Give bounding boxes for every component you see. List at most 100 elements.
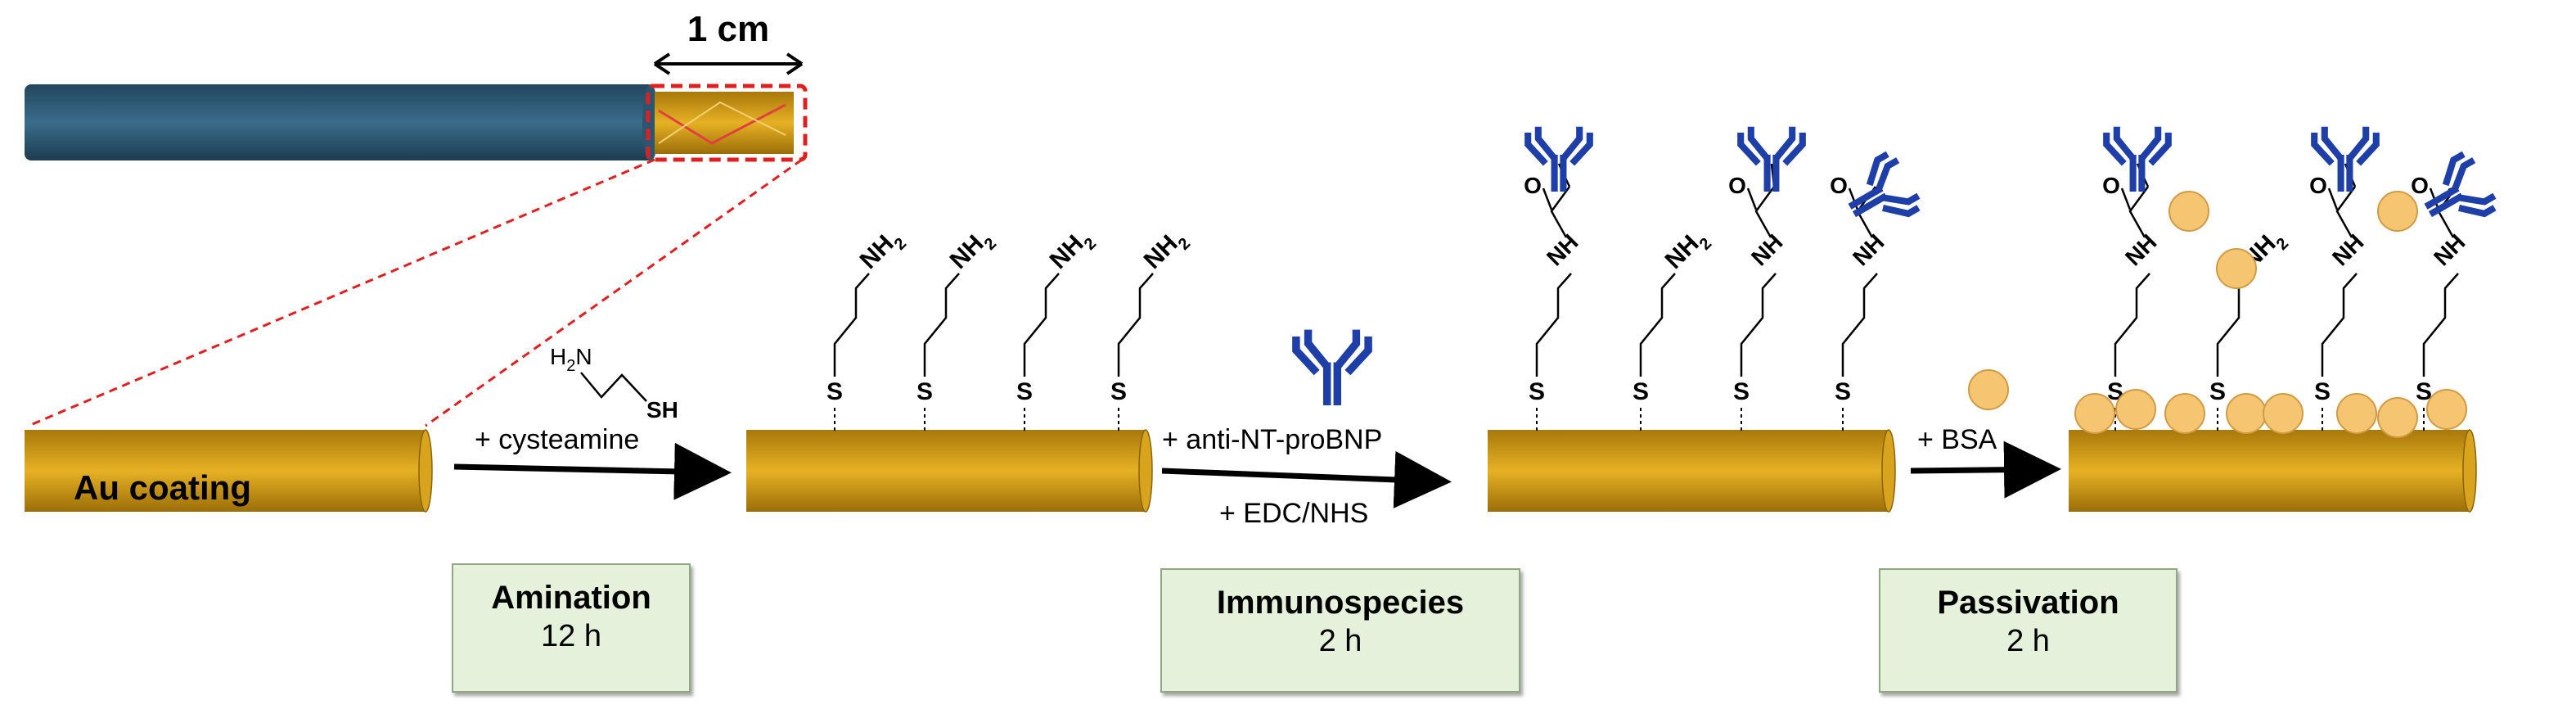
step-duration: 2 h xyxy=(2006,624,2050,658)
sulfur-label: S xyxy=(1835,378,1851,405)
scale-bar: 1 cm xyxy=(653,9,804,75)
alkyl-chain xyxy=(1841,273,1878,377)
sulfur-label: S xyxy=(826,378,843,405)
carbonyl-bond xyxy=(1746,188,1758,210)
bsa-protein xyxy=(2377,191,2418,232)
amide-bond xyxy=(2128,186,2150,238)
oxygen-label: O xyxy=(1728,173,1746,198)
cysteamine-chain: S NH2 xyxy=(826,224,911,434)
zoom-highlight-box xyxy=(646,84,808,162)
immobilized-chain: S NH O xyxy=(1830,151,1921,434)
amide-bond xyxy=(1550,186,1571,238)
zoom-line-right xyxy=(425,158,803,427)
oxygen-label: O xyxy=(2102,173,2120,198)
bsa-protein xyxy=(2164,393,2205,434)
bsa-protein xyxy=(2263,393,2304,434)
bsa-protein xyxy=(2168,191,2209,232)
nh2-group: NH2 xyxy=(1660,230,1716,274)
svg-text:SH: SH xyxy=(646,397,678,423)
amine-label: NH2 xyxy=(1045,224,1101,279)
alkyl-chain xyxy=(2114,273,2150,377)
step-box-amination: Amination 12 h xyxy=(452,563,691,693)
oxygen-label: O xyxy=(1830,173,1848,198)
arrow-immobilization xyxy=(1161,450,1452,508)
step-duration: 12 h xyxy=(541,619,601,653)
fiber-gold-tip xyxy=(655,92,794,154)
antibody-icon xyxy=(1737,126,1806,192)
bsa-protein xyxy=(2226,393,2267,434)
bsa-floating xyxy=(1968,369,2009,410)
sulfur-label: S xyxy=(1110,378,1127,405)
carbonyl-bond xyxy=(2120,188,2132,210)
amide-nh-label: NH xyxy=(1542,229,1583,271)
step-title: Immunospecies xyxy=(1216,585,1465,621)
cysteamine-chain: S NH2 xyxy=(916,224,1001,434)
arrow-passivation xyxy=(1910,441,2061,499)
antibody-icon xyxy=(2311,126,2380,192)
cysteamine-chain: S NH2 xyxy=(1110,230,1195,434)
step-box-passivation: Passivation 2 h xyxy=(1879,568,2177,693)
bsa-protein xyxy=(2426,389,2467,430)
carbonyl-bond xyxy=(2327,188,2339,210)
alkyl-chain xyxy=(833,273,870,377)
antibody-icon xyxy=(2424,151,2497,218)
immobilized-chain: S NH O xyxy=(1524,126,1593,434)
alkyl-chain xyxy=(923,273,960,377)
antibody-icon xyxy=(1292,329,1372,405)
sulfur-label: S xyxy=(916,378,933,405)
amide-nh-label: NH xyxy=(2327,229,2369,271)
nh2-group: NH2 xyxy=(855,224,911,279)
antibody-icon xyxy=(2103,126,2172,192)
amide-bond xyxy=(1754,186,1776,238)
amide-nh-label: NH xyxy=(1746,229,1788,271)
amide-bond xyxy=(2335,186,2357,238)
amide-nh-label: NH xyxy=(2429,229,2470,271)
bsa-protein xyxy=(2336,393,2377,434)
svg-text:H2N: H2N xyxy=(550,344,592,375)
reagent-anti-nt-probnp: + anti-NT-proBNP xyxy=(1162,424,1382,455)
reagent-edc-nhs: + EDC/NHS xyxy=(1219,498,1368,529)
nh2-group: NH2 xyxy=(1045,224,1101,279)
amide-nh-label: NH xyxy=(2120,229,2162,271)
bsa-protein xyxy=(2216,248,2257,289)
alkyl-chain xyxy=(2321,273,2358,377)
sulfur-label: S xyxy=(1529,378,1545,405)
zoom-line-left xyxy=(28,158,655,427)
alkyl-chain xyxy=(1639,273,1676,377)
amine-label: NH2 xyxy=(855,224,911,279)
reagent-cysteamine: + cysteamine xyxy=(475,424,639,455)
sulfur-label: S xyxy=(1633,378,1649,405)
passivated-chain: S NH O xyxy=(2309,126,2380,434)
carbonyl-bond xyxy=(1542,188,1553,210)
bsa-protein xyxy=(2377,397,2418,438)
scale-label: 1 cm xyxy=(687,9,769,49)
antibody-icon xyxy=(1524,126,1593,192)
antibody-icon xyxy=(1848,151,1921,218)
au-surface-aminated xyxy=(746,429,1153,513)
alkyl-chain xyxy=(1740,273,1777,377)
sulfur-label: S xyxy=(2209,378,2226,405)
au-surface-bare xyxy=(25,429,433,513)
oxygen-label: O xyxy=(1524,173,1542,198)
nh2-group: NH2 xyxy=(1139,230,1195,274)
sulfur-label: S xyxy=(1016,378,1033,405)
cysteamine-molecule: H2N SH xyxy=(550,344,678,423)
amide-nh-label: NH xyxy=(1848,229,1889,271)
step-duration: 2 h xyxy=(1318,624,1362,658)
au-coating-label: Au coating xyxy=(74,468,251,507)
nh2-group: NH2 xyxy=(945,224,1001,279)
bsa-protein xyxy=(2074,393,2115,434)
alkyl-chain xyxy=(1023,273,1060,377)
amine-label: NH2 xyxy=(945,224,1001,279)
sulfur-label: S xyxy=(2314,378,2331,405)
step-box-immunospecies: Immunospecies 2 h xyxy=(1160,568,1520,693)
au-surface-passivated xyxy=(2069,429,2477,513)
au-surface-antibody xyxy=(1488,429,1896,513)
sulfur-label: S xyxy=(2416,378,2432,405)
alkyl-chain xyxy=(2422,273,2459,377)
oxygen-label: O xyxy=(2309,173,2327,198)
arrow-amination xyxy=(453,442,732,500)
